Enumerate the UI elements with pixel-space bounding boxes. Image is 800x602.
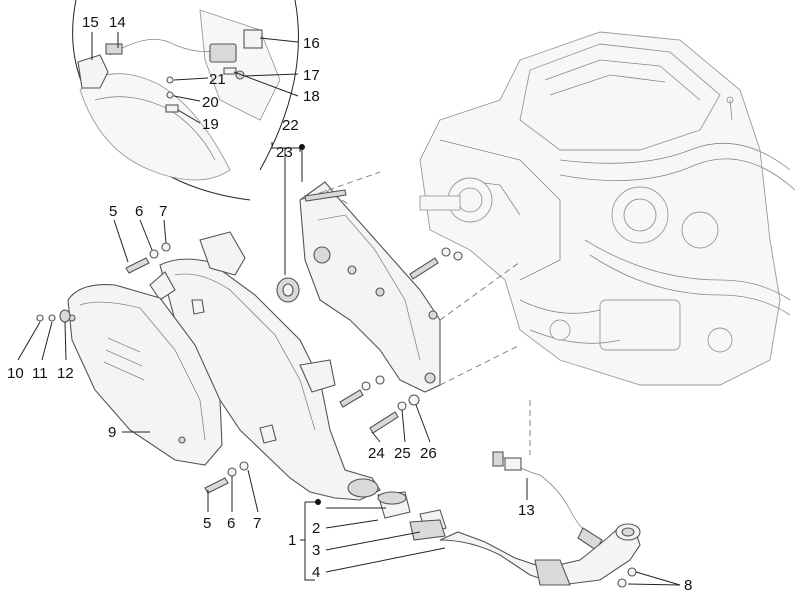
engine-block bbox=[419, 31, 796, 455]
callout-14: 14 bbox=[109, 14, 126, 31]
callout-9: 9 bbox=[108, 424, 116, 441]
callout-4: 4 bbox=[312, 564, 320, 581]
callout-5-bottom: 5 bbox=[203, 515, 211, 532]
muffler-support-bracket bbox=[276, 171, 521, 393]
callout-19: 19 bbox=[202, 116, 219, 133]
callout-7-bottom: 7 bbox=[253, 515, 261, 532]
lambda-sensor bbox=[492, 451, 603, 551]
callout-13: 13 bbox=[518, 502, 535, 519]
callout-1: 1 bbox=[288, 532, 296, 549]
callout-11: 11 bbox=[32, 365, 48, 382]
callout-25: 25 bbox=[394, 445, 411, 462]
callout-20: 20 bbox=[202, 94, 219, 111]
callout-26: 26 bbox=[420, 445, 437, 462]
callout-12: 12 bbox=[57, 365, 74, 382]
callout-18: 18 bbox=[303, 88, 320, 105]
callout-22: 22 bbox=[282, 117, 299, 134]
callout-21: 21 bbox=[209, 71, 226, 88]
sensor-detail-inset bbox=[72, 0, 299, 201]
callout-labels: 15 14 16 17 18 21 20 19 22 23 5 6 7 10 1… bbox=[7, 14, 692, 594]
callout-17: 17 bbox=[303, 67, 320, 84]
callout-6-bottom: 6 bbox=[227, 515, 235, 532]
callout-23: 23 bbox=[276, 144, 293, 161]
fasteners bbox=[36, 189, 463, 494]
exhaust-pipe-assembly bbox=[377, 491, 641, 588]
callout-15: 15 bbox=[82, 14, 99, 31]
callout-10: 10 bbox=[7, 365, 24, 382]
callout-8: 8 bbox=[684, 577, 692, 594]
callout-7-top: 7 bbox=[159, 203, 167, 220]
callout-3: 3 bbox=[312, 542, 320, 559]
heat-shield bbox=[67, 284, 223, 466]
callout-5-top: 5 bbox=[109, 203, 117, 220]
leader-dots bbox=[299, 144, 321, 505]
leader-lines bbox=[17, 32, 681, 586]
callout-24: 24 bbox=[368, 445, 385, 462]
muffler bbox=[149, 231, 381, 501]
callout-6-top: 6 bbox=[135, 203, 143, 220]
callout-16: 16 bbox=[303, 35, 320, 52]
callout-2: 2 bbox=[312, 520, 320, 537]
